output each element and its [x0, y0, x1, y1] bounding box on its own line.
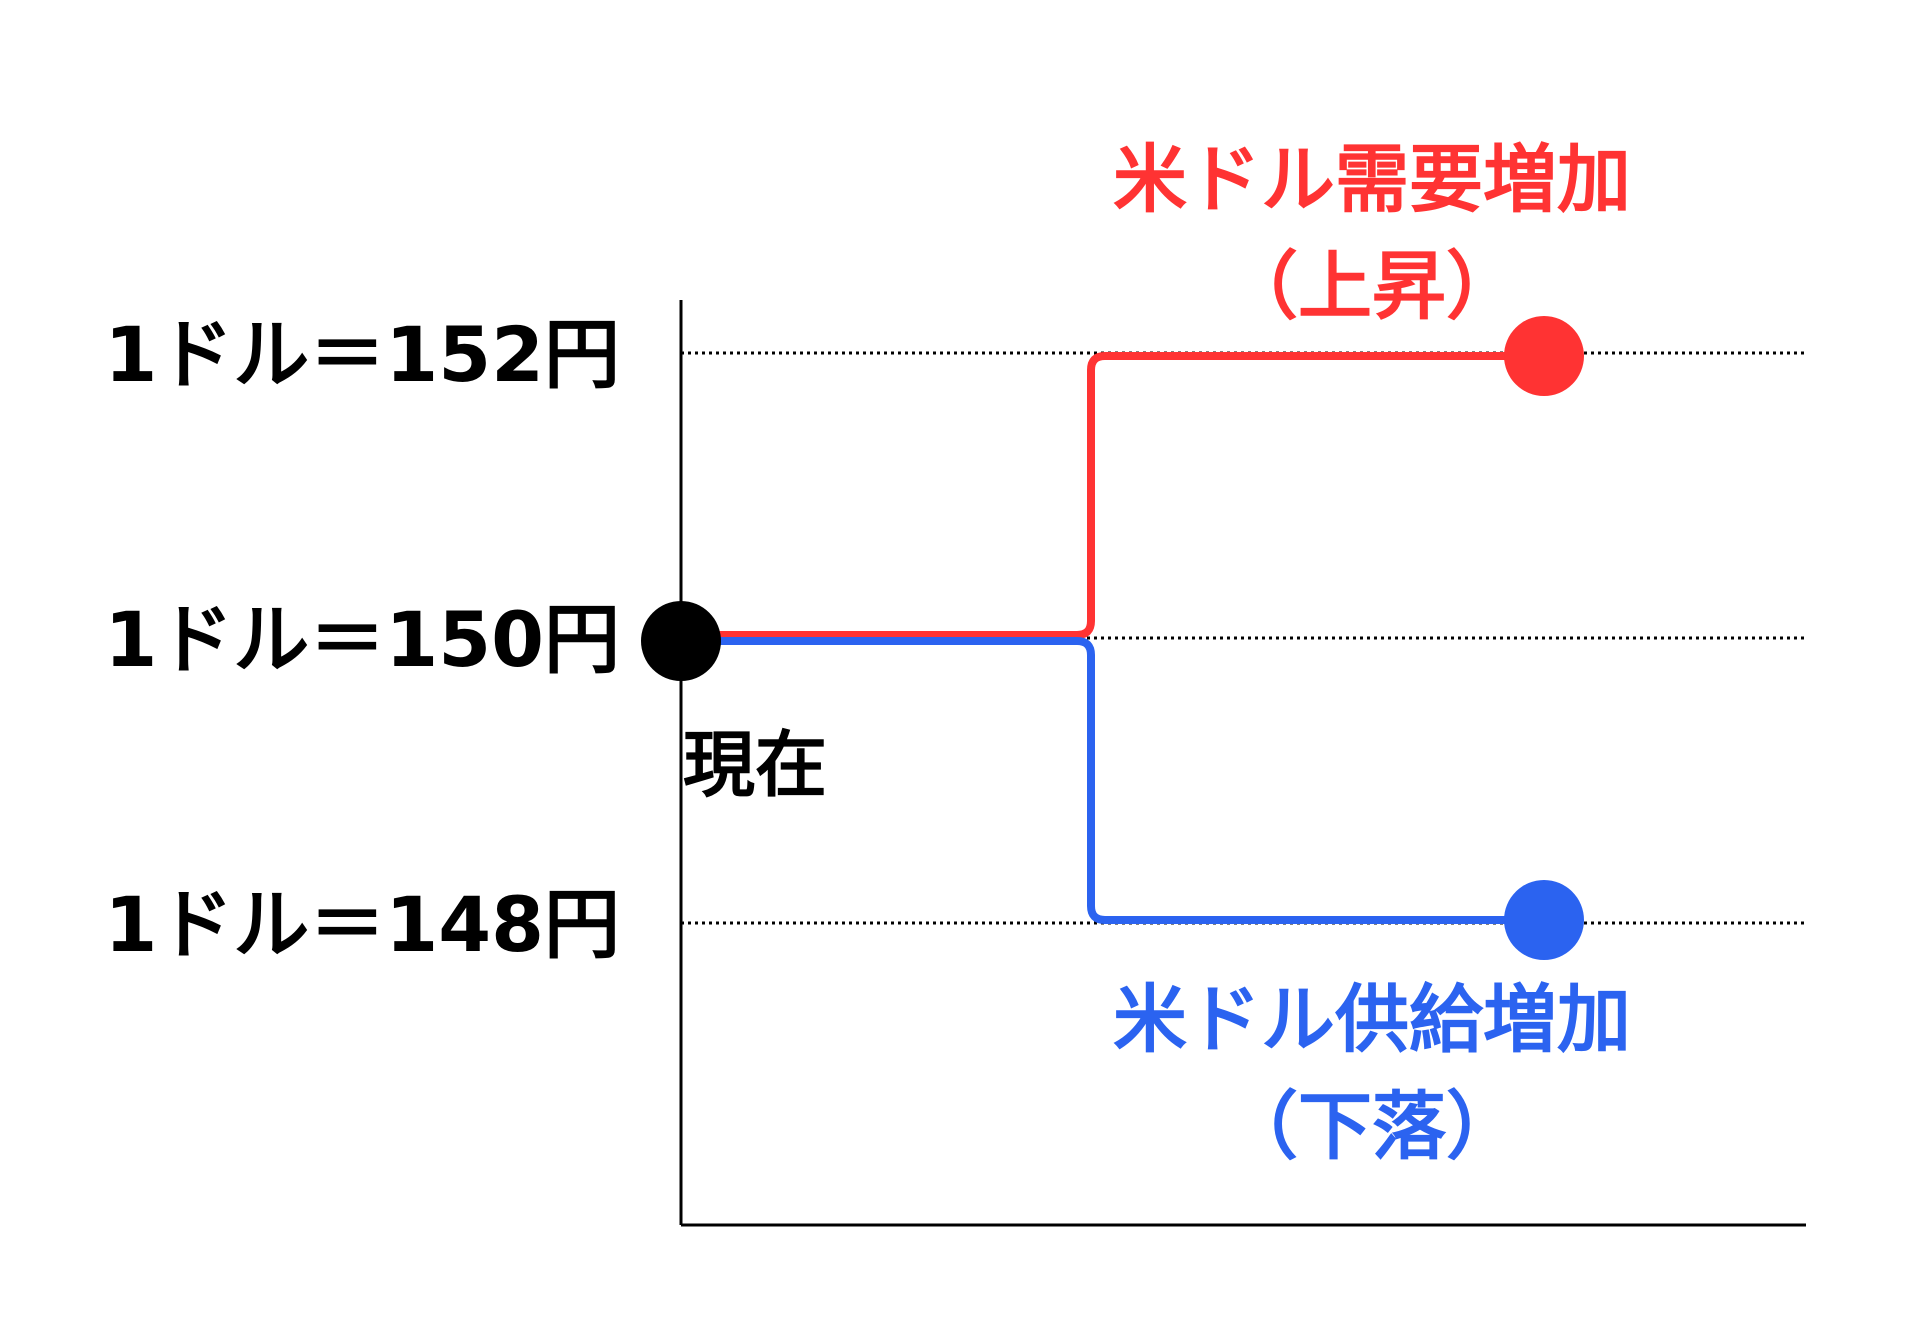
- series-line-up: [681, 352, 1544, 639]
- up-subtitle: （上昇）: [1224, 244, 1520, 330]
- endpoint-down: [1504, 880, 1584, 960]
- up-title: 米ドル需要増加: [1113, 137, 1631, 223]
- y-tick-label: 1ドル＝152円: [104, 310, 620, 399]
- endpoint-up: [1504, 316, 1584, 396]
- current-label: 現在: [683, 723, 827, 807]
- down-subtitle: （下落）: [1224, 1084, 1520, 1170]
- y-tick-label: 1ドル＝148円: [104, 880, 620, 969]
- y-tick-label: 1ドル＝150円: [104, 595, 620, 684]
- current-point: [641, 601, 721, 681]
- down-title: 米ドル供給増加: [1113, 977, 1631, 1063]
- series-line-down: [681, 637, 1544, 924]
